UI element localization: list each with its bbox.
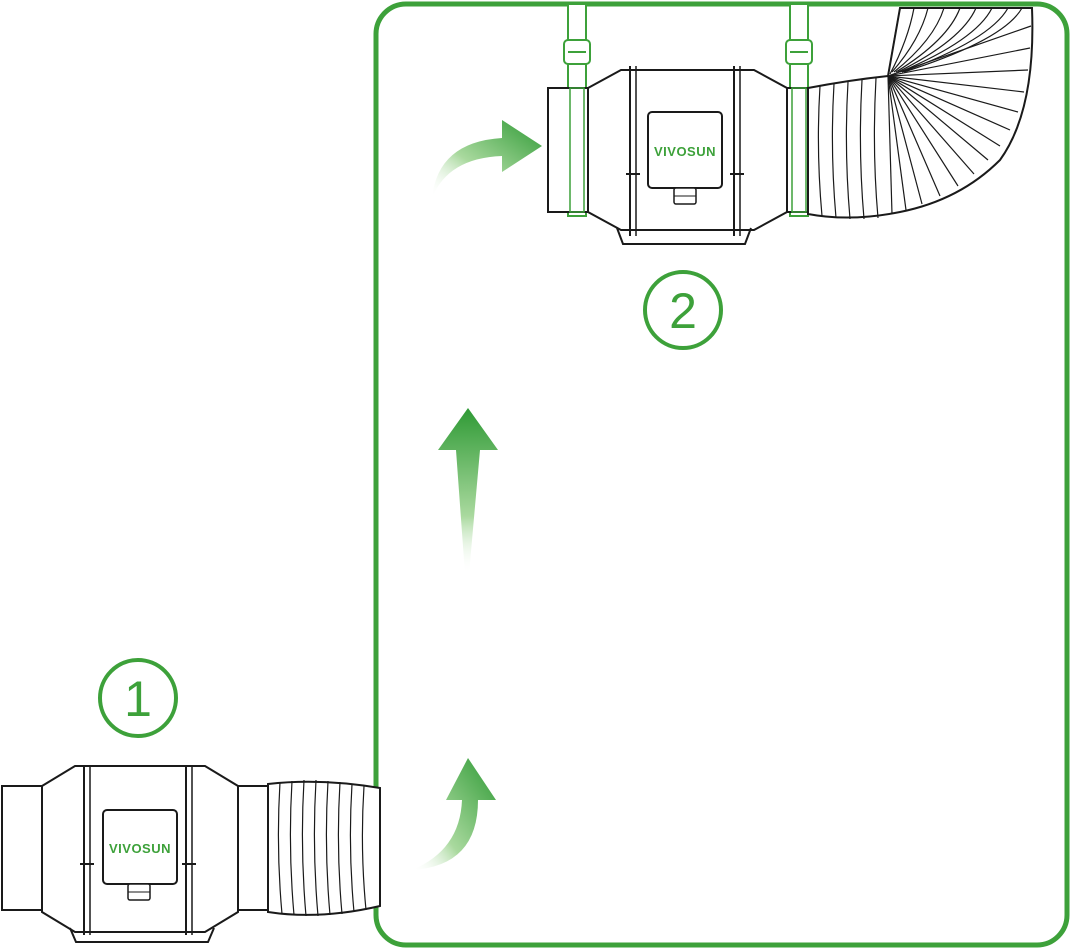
step-1-number: 1 — [124, 671, 152, 727]
airflow-arrow-straight-up — [438, 408, 498, 574]
airflow-arrow-curve-right — [432, 120, 542, 198]
vivosun-logo: VIVOSUN — [109, 841, 171, 856]
step-2-badge: 2 — [643, 270, 723, 350]
installation-frame — [373, 1, 1070, 948]
step-2-number: 2 — [669, 283, 697, 339]
flexible-duct-2 — [807, 7, 1034, 220]
fan-unit-1: VIVOSUN — [1, 765, 271, 943]
vivosun-logo: VIVOSUN — [654, 144, 716, 159]
airflow-arrow-curve-up — [412, 758, 496, 870]
flexible-duct-1 — [267, 779, 381, 917]
fan-unit-2: VIVOSUN — [547, 3, 813, 245]
step-1-badge: 1 — [98, 658, 178, 738]
